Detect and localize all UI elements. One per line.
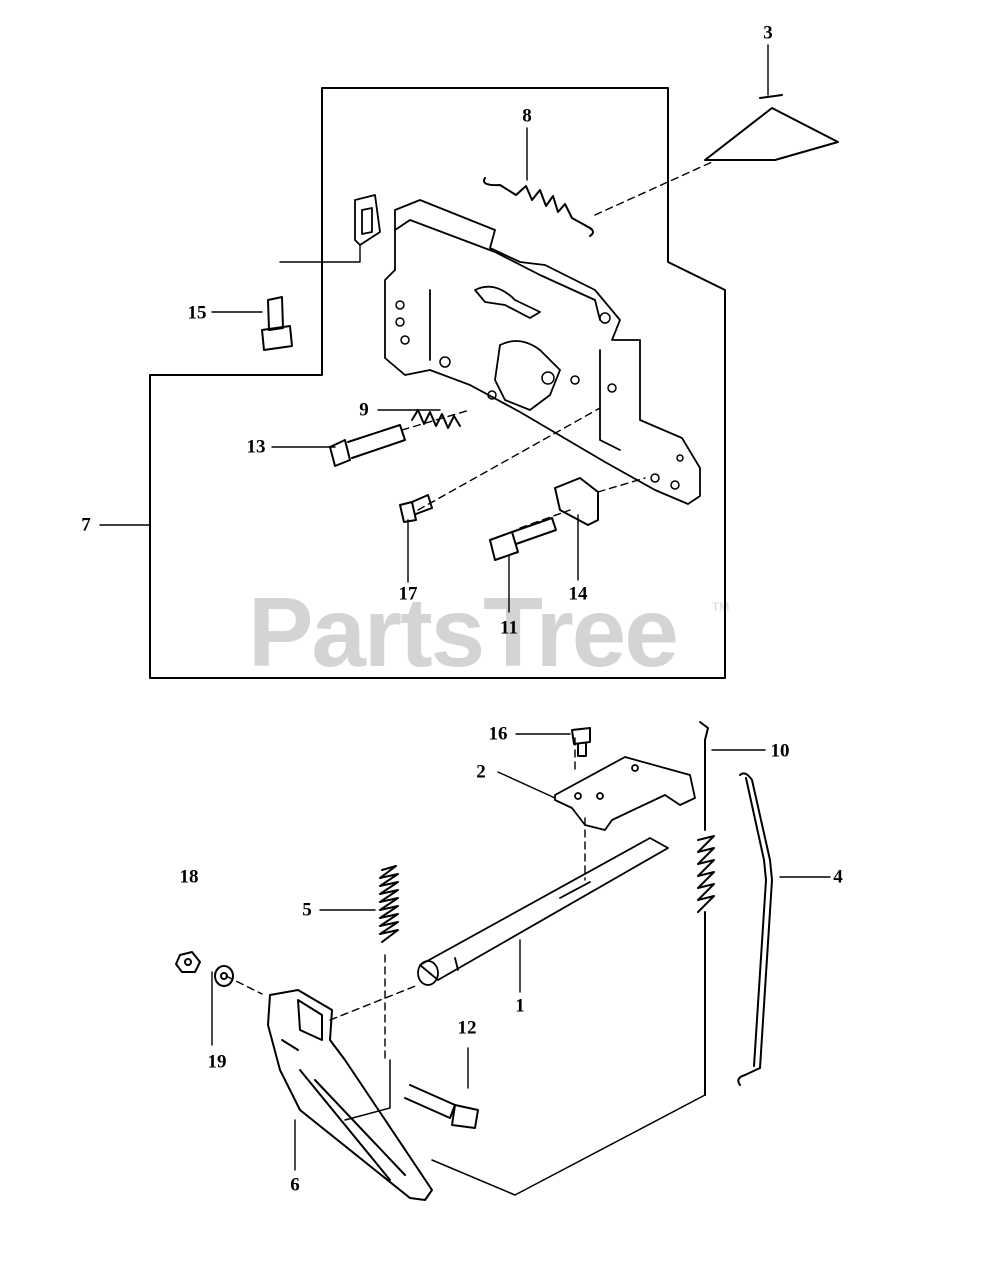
assembly-axes xyxy=(225,161,713,1061)
part-1-shaft xyxy=(417,837,669,986)
part-13-bolt xyxy=(329,424,406,467)
part-2-plate xyxy=(554,756,696,831)
part-19-washer xyxy=(214,965,234,987)
part-18-nut xyxy=(175,951,201,973)
watermark-logo: PartsTree xyxy=(248,577,679,687)
part-10-rod-spring xyxy=(697,721,715,1096)
callout-19: 19 xyxy=(207,1051,227,1073)
part-16-screw xyxy=(571,727,591,757)
callout-5: 5 xyxy=(302,899,312,921)
part-8-spring xyxy=(483,177,594,237)
part-14-clamp xyxy=(554,477,599,526)
part-17-screw xyxy=(399,494,433,523)
part-4-rod xyxy=(737,772,773,1086)
callout-13: 13 xyxy=(246,436,266,458)
control-plate xyxy=(354,194,701,505)
callout-11: 11 xyxy=(500,617,518,639)
part-15-bolt xyxy=(261,296,293,351)
callout-12: 12 xyxy=(457,1017,477,1039)
part-9-spring xyxy=(411,409,461,429)
leader-lines xyxy=(99,44,831,1171)
linkage-line xyxy=(431,1094,706,1196)
part-5-spring xyxy=(379,865,399,943)
callout-2: 2 xyxy=(476,761,486,783)
callout-8: 8 xyxy=(522,105,532,127)
plate-holes xyxy=(395,300,684,490)
callout-3: 3 xyxy=(763,22,773,44)
part-11-bolt xyxy=(489,517,557,561)
linkage-line-2 xyxy=(344,1059,391,1121)
part-6-lever xyxy=(267,989,433,1201)
callout-7: 7 xyxy=(81,514,91,536)
callout-10: 10 xyxy=(770,740,790,762)
part-3-wire-link xyxy=(704,94,839,161)
callout-6: 6 xyxy=(290,1174,300,1196)
callout-17: 17 xyxy=(398,583,418,605)
callout-9: 9 xyxy=(359,399,369,421)
callout-4: 4 xyxy=(833,866,843,888)
callout-15: 15 xyxy=(187,302,207,324)
part-12-bolt xyxy=(404,1084,479,1129)
callout-1: 1 xyxy=(515,995,525,1017)
callout-16: 16 xyxy=(488,723,508,745)
callout-18: 18 xyxy=(179,866,199,888)
callout-14: 14 xyxy=(568,583,588,605)
assembly-7-outline xyxy=(149,87,726,679)
